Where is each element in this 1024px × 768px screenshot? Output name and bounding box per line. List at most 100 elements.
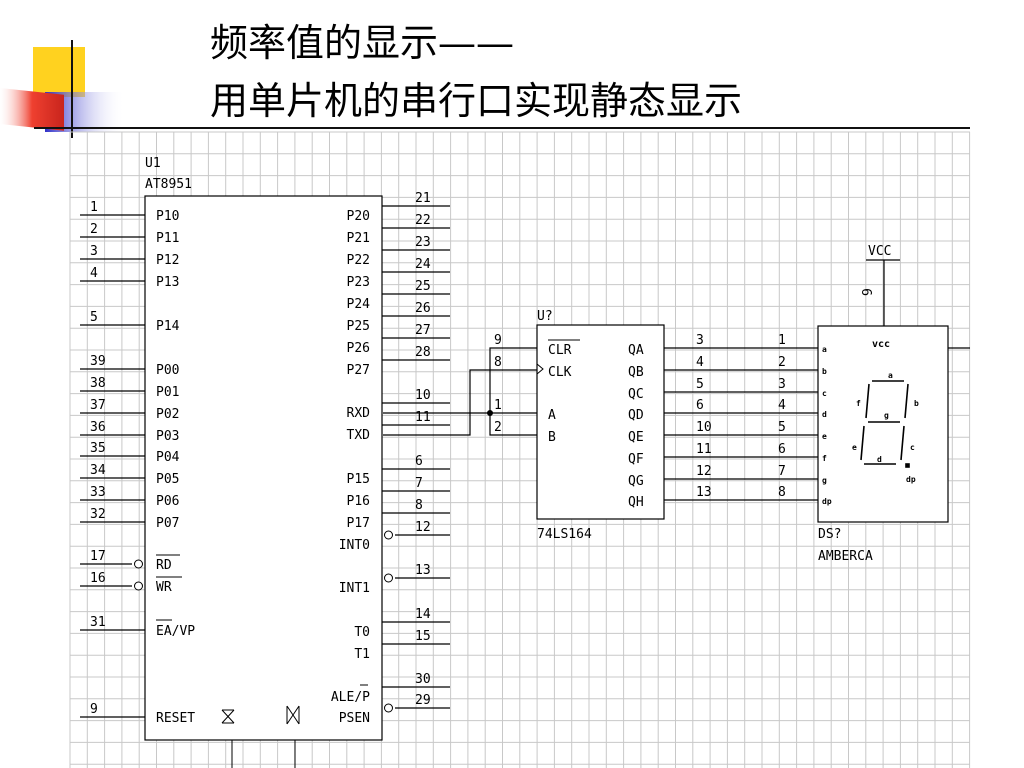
- mcu-left-pin-name: EA/VP: [156, 624, 195, 639]
- display-pin-segment: b: [822, 367, 827, 376]
- display-pin-segment: c: [822, 389, 827, 398]
- clock-marker: [536, 363, 544, 375]
- display-pin-number: 6: [778, 442, 786, 457]
- mcu-left-pin-number: 31: [90, 615, 106, 630]
- sr-ref: U?: [537, 309, 553, 324]
- mcu-right-pin-number: 15: [415, 629, 431, 644]
- sr-left-pin-number: 8: [494, 355, 502, 370]
- mcu-body: [144, 195, 383, 741]
- mcu-left-pin-name: P06: [156, 494, 179, 509]
- mcu-left-pin-number: 2: [90, 222, 98, 237]
- mcu-right-pin-number: 7: [415, 476, 423, 491]
- sr-right-pin-number: 4: [696, 355, 704, 370]
- mcu-left-pin-number: 17: [90, 549, 106, 564]
- mcu-right-pin-number: 30: [415, 672, 431, 687]
- sr-right-pin-name: QB: [628, 365, 644, 380]
- sr-left-pin-name: A: [548, 408, 556, 423]
- sr-right-pin-name: QH: [628, 495, 644, 510]
- sr-left-pin-number: 9: [494, 333, 502, 348]
- mcu-left-pin-number: 34: [90, 463, 106, 478]
- pin-bubble: [134, 581, 143, 591]
- sr-left-pin-name: B: [548, 430, 556, 445]
- sr-right-pin-number: 3: [696, 333, 704, 348]
- seven-segment-display: DS? AMBERCA VCC 9 vcc 1a2b3c4d5e6f7g8dp …: [778, 244, 970, 564]
- sr-right-pin-number: 6: [696, 398, 704, 413]
- mcu-right-pin-number: 10: [415, 388, 431, 403]
- slide-title-line1: 频率值的显示——: [210, 21, 515, 65]
- mcu-right-pin-number: 14: [415, 607, 431, 622]
- sr-left-pin-number: 2: [494, 420, 502, 435]
- mcu-left-pin-number: 37: [90, 398, 106, 413]
- mcu-left-pin-name: P12: [156, 253, 179, 268]
- mcu-right-pin-name: P16: [347, 494, 370, 509]
- pin-bubble: [384, 530, 393, 540]
- mcu-left-pin-name: RESET: [156, 711, 195, 726]
- mcu-left-pin-name: P03: [156, 429, 179, 444]
- mcu-left-pin-number: 38: [90, 376, 106, 391]
- display-pin-segment: g: [822, 476, 827, 485]
- sr-right-pin-name: QC: [628, 387, 644, 402]
- mcu-part: AT8951: [145, 177, 192, 192]
- pin-bubble: [384, 573, 393, 583]
- mcu-left-pin-name: P01: [156, 385, 179, 400]
- mcu-right-pin-name: P20: [347, 209, 370, 224]
- junction-dot: [487, 410, 493, 416]
- sr-left-pin-number: 1: [494, 398, 502, 413]
- mcu-right-pin-number: 28: [415, 345, 431, 360]
- display-pin-number: 2: [778, 355, 786, 370]
- mcu-left-pin-number: 3: [90, 244, 98, 259]
- seg-label-d: d: [877, 455, 882, 464]
- xtal1-marker: [221, 709, 235, 768]
- sr-right-pin-number: 12: [696, 464, 712, 479]
- mcu-left-pin-name: P00: [156, 363, 179, 378]
- mcu-left-pins: 1P102P113P124P135P1439P0038P0137P0236P03…: [80, 200, 195, 726]
- mcu-left-pin-number: 4: [90, 266, 98, 281]
- sr-right-pin-name: QE: [628, 430, 644, 445]
- seg-label-c: c: [910, 443, 915, 452]
- mcu-left-pin-number: 39: [90, 354, 106, 369]
- mcu-left-pin-number: 16: [90, 571, 106, 586]
- mcu-right-pin-number: 25: [415, 279, 431, 294]
- mcu-left-pin-number: 35: [90, 441, 106, 456]
- serial-wires: [383, 347, 537, 436]
- mcu-right-pin-name: P23: [347, 275, 370, 290]
- mcu-left-pin-name: P10: [156, 209, 179, 224]
- mcu-left-pin-name: P02: [156, 407, 179, 422]
- mcu-right-pin-name: P22: [347, 253, 370, 268]
- mcu-left-pin-name: P14: [156, 319, 180, 334]
- display-pin-number: 3: [778, 377, 786, 392]
- mcu-left-pin-name: P07: [156, 516, 179, 531]
- display-part: AMBERCA: [818, 549, 873, 564]
- mcu-right-pin-number: 12: [415, 520, 431, 535]
- slide-title-line2: 用单片机的串行口实现静态显示: [210, 79, 743, 123]
- mcu-right-pin-name: PSEN: [339, 711, 370, 726]
- mcu-left-pin-name: WR: [156, 580, 172, 595]
- seg-label-a: a: [888, 371, 893, 380]
- seg-label-g: g: [884, 411, 889, 420]
- mcu-right-pin-number: 23: [415, 235, 431, 250]
- mcu-left-pin-number: 1: [90, 200, 98, 215]
- seg-label-e: e: [852, 443, 857, 452]
- mcu-left-pin-number: 5: [90, 310, 98, 325]
- sr-left-pin-name: CLK: [548, 365, 572, 380]
- sr-left-pin-name: CLR: [548, 343, 572, 358]
- deco-red-bar: [0, 88, 64, 131]
- mcu-right-pin-number: 13: [415, 563, 431, 578]
- mcu-right-pin-name: P21: [347, 231, 370, 246]
- sr-right-pin-name: QG: [628, 474, 644, 489]
- sr-right-pin-name: QF: [628, 452, 644, 467]
- mcu-right-pin-number: 11: [415, 410, 431, 425]
- title-underline: [110, 127, 970, 129]
- sr-right-pin-number: 13: [696, 485, 712, 500]
- slide-decoration: [0, 40, 140, 138]
- vcc-net-label: VCC: [868, 244, 891, 259]
- mcu-u1: U1 AT8951 1P102P113P124P135P1439P0038P01…: [80, 156, 450, 768]
- mcu-right-pin-name: TXD: [347, 428, 371, 443]
- display-ref: DS?: [818, 527, 841, 542]
- mcu-left-pin-name: P11: [156, 231, 179, 246]
- mcu-left-pin-name: P05: [156, 472, 179, 487]
